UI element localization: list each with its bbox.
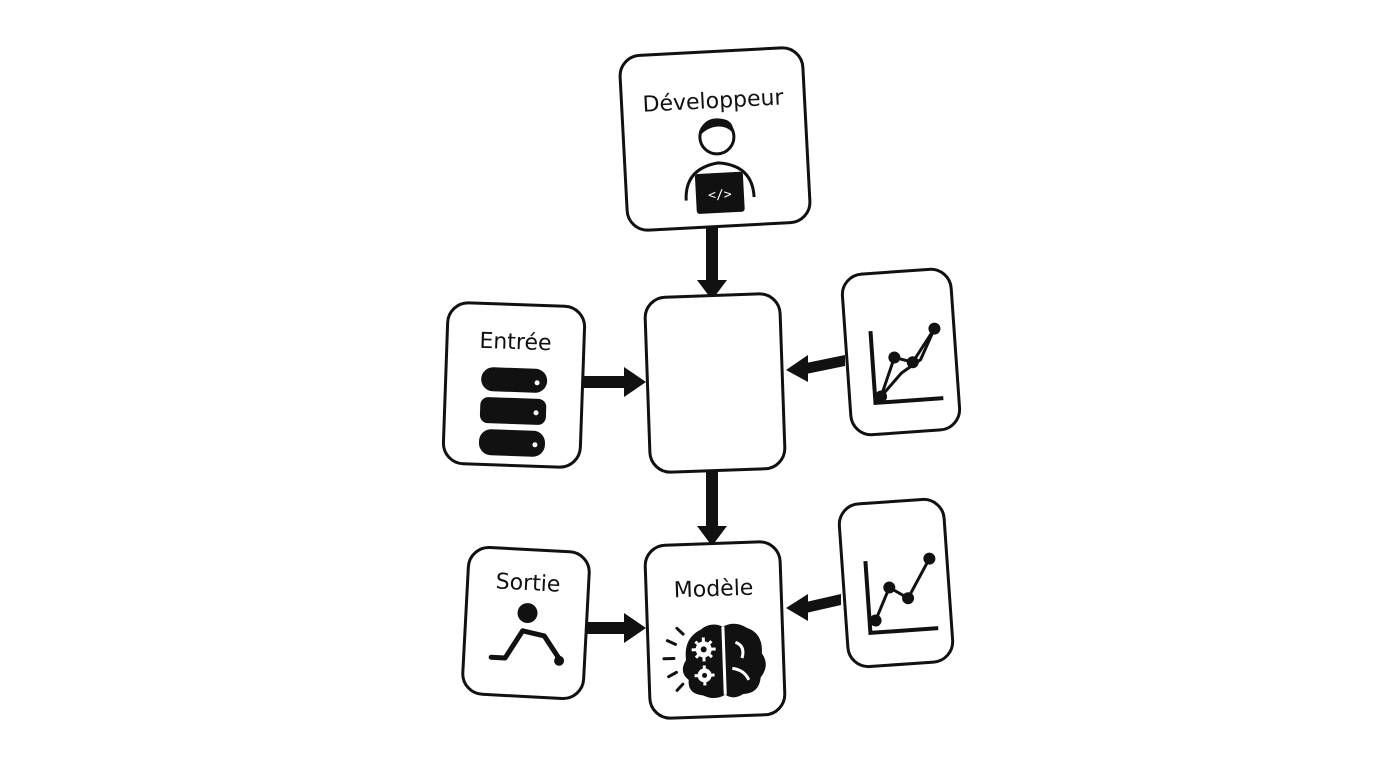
person-curve-icon <box>488 603 565 666</box>
arrow-input-to-center <box>582 367 646 397</box>
node-model-label: Modèle <box>673 575 754 604</box>
svg-text:</>: </> <box>708 187 732 203</box>
node-developer: Développeur </> <box>617 45 813 233</box>
node-input: Entrée <box>441 300 587 470</box>
node-chart-bottom <box>836 496 956 670</box>
arrow-developer-to-center <box>697 224 727 300</box>
arrow-output-to-model <box>586 613 646 643</box>
node-chart-top <box>839 266 963 438</box>
node-output-label: Sortie <box>495 569 562 598</box>
node-output: Sortie <box>460 544 592 702</box>
arrow-chartbottom-to-model <box>786 594 841 621</box>
node-developer-label: Développeur <box>641 85 785 118</box>
node-center <box>642 291 788 475</box>
arrow-charttop-to-center <box>786 355 845 382</box>
line-chart-icon <box>863 552 939 636</box>
line-chart-icon <box>868 322 944 406</box>
node-center-label <box>647 315 779 320</box>
brain-gears-icon <box>662 623 766 699</box>
node-input-label: Entrée <box>479 328 552 357</box>
developer-laptop-icon: </> <box>684 118 756 214</box>
database-icon <box>478 367 548 457</box>
node-model: Modèle <box>642 539 788 721</box>
arrow-center-to-model <box>697 470 727 546</box>
